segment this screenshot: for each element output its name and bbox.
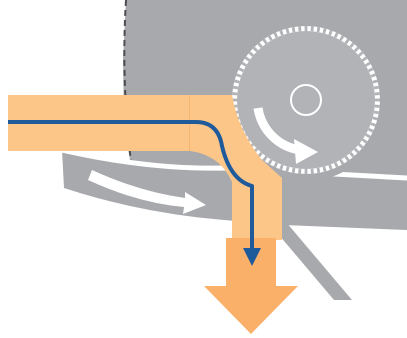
gear-tooth [328,29,333,36]
gear-tooth [349,42,355,49]
gear-tooth [372,79,378,84]
gear-tooth [232,85,239,90]
gear-tooth [267,159,273,165]
gear-tooth [262,38,268,45]
gear-tooth [357,51,364,57]
gear-tooth [279,29,284,36]
gear-tooth [310,26,314,32]
gear-tooth [244,56,251,62]
gear-tooth [328,164,333,171]
gear-tooth [374,92,380,96]
gear-tooth [372,116,378,121]
gear-tooth [232,92,238,96]
gear-tooth [304,26,308,32]
gear-tooth [291,167,296,174]
gear-tooth [349,151,355,158]
housing-gap [61,147,407,181]
gear-tooth [304,168,308,174]
gear-tooth [370,73,377,78]
gear-tooth [322,166,327,172]
gear-tooth [298,168,302,174]
flow-direction-arrow-icon [88,170,206,214]
gear-tooth [310,168,314,174]
gear-tooth [353,46,360,53]
gear-tooth [291,26,296,33]
gear-tooth [367,67,374,73]
gear-tooth [262,155,268,162]
gear-tooth [374,98,380,102]
gear-tooth [285,166,290,172]
gear-tooth [234,79,240,84]
gear-tooth [374,104,380,108]
flow-line-arrowhead [243,248,261,266]
flow-band-bend [190,95,282,240]
gear-tooth [373,110,380,115]
gear-tooth [365,133,371,139]
gear-tooth [367,127,374,133]
gear-tooth [316,167,321,174]
gear-tooth [257,42,263,49]
gear-tooth [353,147,360,154]
rotation-arrow-icon [253,107,318,164]
gear-tooth [357,143,364,149]
flow-line [8,120,254,250]
gear-tooth [232,98,238,102]
gear-tooth [339,159,345,165]
gear-tooth [373,85,380,90]
gear-tooth [273,32,279,39]
gear-tooth [279,164,284,171]
gear-tooth [298,26,302,32]
gear-tooth [322,28,327,34]
gear-tooth [238,67,245,73]
gear-tooth [241,61,247,67]
gear-tooth [365,61,371,67]
gear-tooth [344,155,350,162]
gear-tooth [333,161,339,168]
output-arrow-icon [204,238,298,334]
gear-tooth [316,26,321,33]
gear-tooth [361,138,368,144]
gear-tooth [248,51,255,57]
diagonal-plate [268,222,352,300]
gear-tooth [273,161,279,168]
gear-tooth [252,46,259,53]
gear-tooth [235,73,242,78]
gear-tooth [285,28,290,34]
gear-tooth [339,35,345,41]
gear-tooth [370,122,377,127]
gear-tooth [333,32,339,39]
gear-tooth [344,38,350,45]
gear-tooth [267,35,273,41]
gear-tooth [361,56,368,62]
